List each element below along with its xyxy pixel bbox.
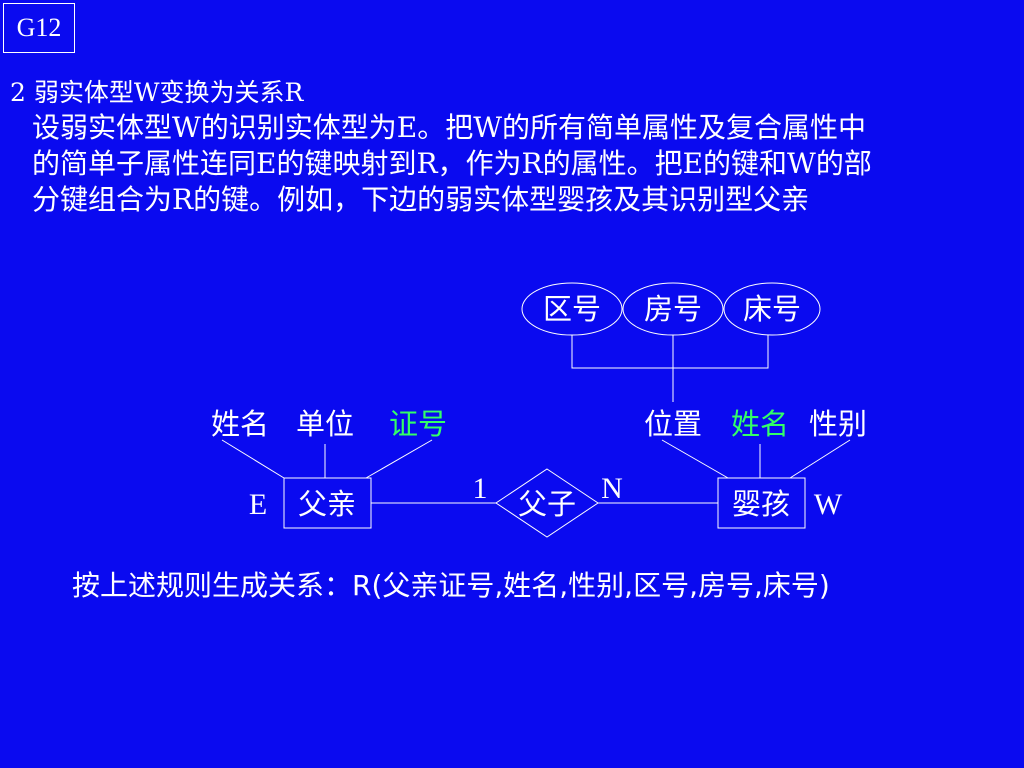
- entity-letter-w: W: [814, 488, 843, 521]
- entity-father-label: 父亲: [298, 487, 356, 521]
- entity-letter-e: E: [249, 488, 267, 521]
- father-name-line: [221, 439, 285, 479]
- baby-gender-line: [789, 439, 851, 479]
- father-id-line: [365, 439, 433, 479]
- result-relation: 按上述规则生成关系：R(父亲证号,姓名,性别,区号,房号,床号): [72, 569, 830, 602]
- paragraph-line: 的简单子属性连同E的键映射到R，作为R的属性。把E的键和W的部: [32, 147, 872, 180]
- entity-baby-label: 婴孩: [732, 487, 790, 521]
- explanation-paragraph: 设弱实体型W的识别实体型为E。把W的所有简单属性及复合属性中 的简单子属性连同E…: [32, 110, 1007, 218]
- section-heading: 2 弱实体型W变换为关系R: [10, 78, 304, 107]
- slide-tag: G12: [3, 3, 75, 53]
- father-attr-name: 姓名: [211, 407, 269, 441]
- paragraph-line: 设弱实体型W的识别实体型为E。把W的所有简单属性及复合属性中: [32, 111, 867, 144]
- entity-baby-box: [717, 477, 806, 529]
- baby-attr-location: 位置: [644, 407, 702, 441]
- baby-attr-name-partial-key: 姓名: [731, 407, 789, 441]
- baby-attr-gender: 性别: [809, 407, 867, 441]
- attr-room: 房号: [644, 292, 702, 326]
- attr-bed: 床号: [743, 292, 801, 326]
- attr-bed-oval: [723, 282, 821, 336]
- relationship-label: 父子: [518, 487, 576, 521]
- composite-bracket: [571, 335, 769, 369]
- cardinality-one: 1: [473, 472, 488, 505]
- entity-father-box: [283, 477, 372, 529]
- baby-location-line: [661, 439, 729, 479]
- attr-district: 区号: [543, 292, 601, 326]
- father-attr-unit: 单位: [296, 407, 354, 441]
- relationship-diamond: [495, 468, 599, 538]
- paragraph-line: 分键组合为R的键。例如，下边的弱实体型婴孩及其识别型父亲: [32, 183, 810, 216]
- father-attr-id-key: 证号: [389, 407, 447, 441]
- cardinality-n: N: [601, 472, 623, 505]
